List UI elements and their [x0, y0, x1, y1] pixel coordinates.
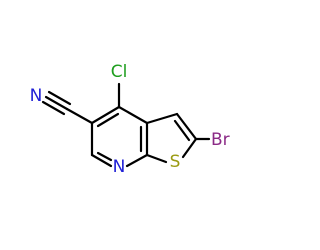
bond-nitrile-3	[41, 100, 66, 116]
atom-label-s: S	[170, 152, 181, 172]
bond-c3a-c4	[117, 105, 149, 125]
atom-label-n-nitrile: N	[30, 86, 43, 106]
bond-c3a-c3	[145, 112, 179, 125]
bond-c3-c2	[175, 112, 198, 141]
structure-canvas: Cl Br S N N	[30, 62, 230, 177]
bond-c6-n7-inner	[96, 151, 113, 162]
atom-label-cl: Cl	[111, 62, 128, 82]
bond-c6-n7	[90, 153, 113, 168]
bond-nitrile-1	[44, 95, 69, 111]
bond-c3-c2-inner	[173, 119, 191, 142]
molecule-structure: Cl Br S N N	[30, 62, 230, 177]
atom-label-n-ring: N	[113, 157, 126, 177]
bond-c4-c5-inner	[96, 112, 120, 128]
atom-labels: Cl Br S N N	[30, 62, 230, 177]
atom-label-br: Br	[211, 130, 230, 150]
bonds	[41, 82, 211, 168]
bond-c4-c5	[90, 105, 121, 125]
bond-s-c7a	[145, 153, 168, 164]
bond-nitrile-2	[47, 90, 72, 106]
bond-n7-c7a	[125, 153, 149, 168]
bond-c2-s	[181, 137, 198, 159]
bond-c5-cnitrile	[65, 107, 94, 125]
